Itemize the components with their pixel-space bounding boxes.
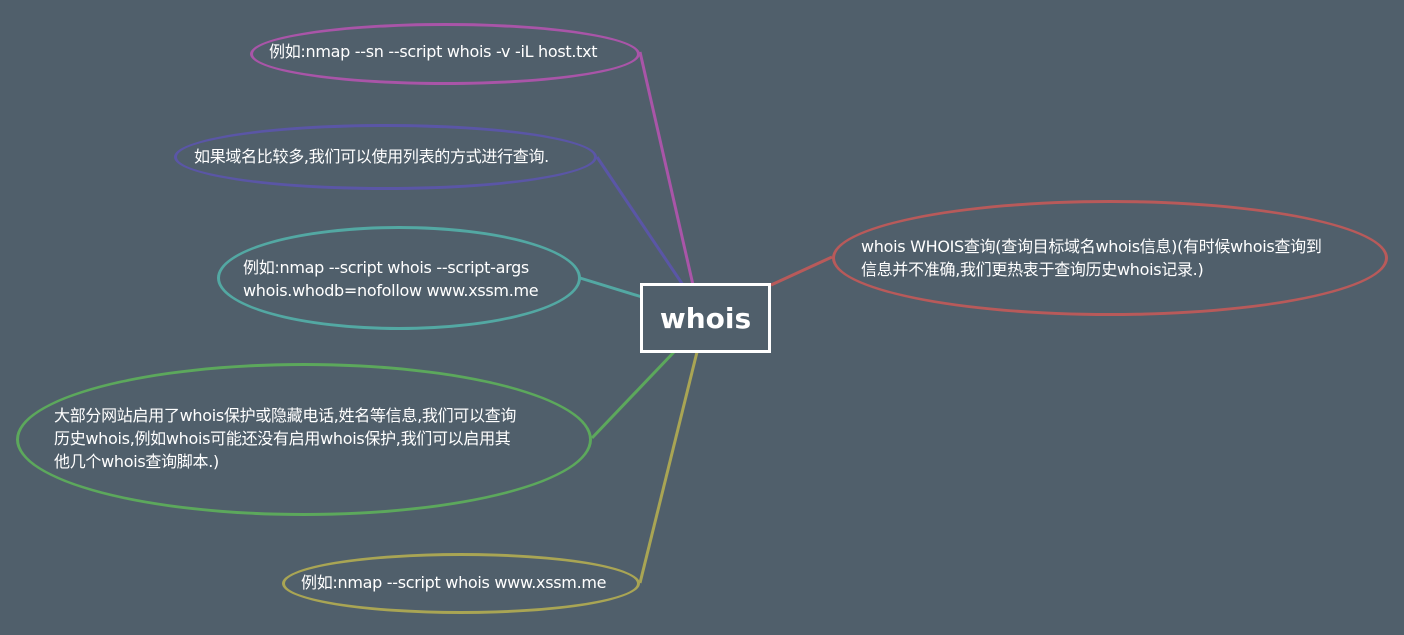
- connector-example-il: [638, 51, 695, 286]
- node-list-tip-outline[interactable]: [174, 124, 597, 190]
- node-example-args-outline[interactable]: [217, 226, 581, 330]
- connector-example-basic: [638, 351, 699, 584]
- node-list-tip-text: 如果域名比较多,我们可以使用列表的方式进行查询.: [194, 147, 549, 166]
- central-node-label: whois: [659, 301, 752, 335]
- node-privacy-tip-outline[interactable]: [16, 363, 592, 516]
- connector-description: [770, 255, 833, 287]
- node-example-basic-text: 例如:nmap --script whois www.xssm.me: [301, 573, 607, 592]
- node-example-il-text: 例如:nmap --sn --script whois -v -iL host.…: [269, 42, 598, 61]
- node-example-il-outline[interactable]: [250, 23, 640, 85]
- connector-list-tip: [595, 156, 685, 286]
- node-description-outline[interactable]: [832, 200, 1388, 316]
- node-privacy-tip-text: 大部分网站启用了whois保护或隐藏电话,姓名等信息,我们可以查询 历史whoi…: [54, 406, 517, 471]
- connector-example-args: [579, 276, 643, 299]
- node-example-basic-outline[interactable]: [282, 553, 640, 614]
- node-example-args-text: 例如:nmap --script whois --script-args who…: [243, 258, 539, 300]
- central-node[interactable]: whois: [640, 283, 771, 353]
- connector-privacy-tip: [590, 350, 676, 440]
- node-description-text: whois WHOIS查询(查询目标域名whois信息)(有时候whois查询到…: [861, 237, 1322, 279]
